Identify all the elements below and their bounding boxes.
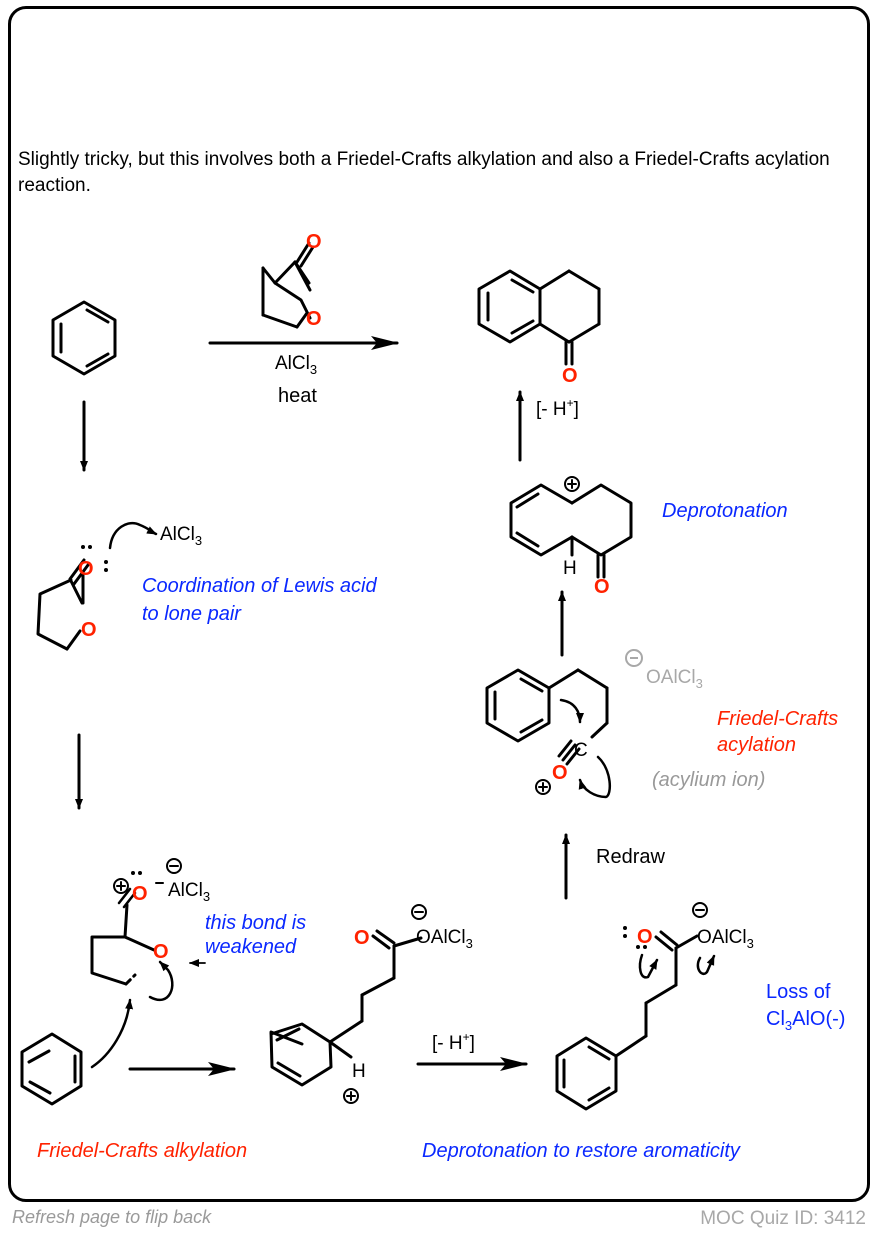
benzene-start	[51, 300, 117, 376]
arenium-intermediate	[509, 476, 633, 579]
acylium-label: (acylium ion)	[652, 769, 765, 791]
acylium-ion	[485, 668, 612, 799]
fc-acylation-label: Friedel-Crafts	[717, 708, 838, 730]
tetralone-product	[477, 269, 601, 366]
fc-alkylation-label: Friedel-Crafts alkylation	[37, 1140, 247, 1162]
activated-lactone	[90, 858, 206, 1069]
refresh-hint: Refresh page to flip back	[12, 1207, 212, 1227]
minus-proton-label: [- H+]	[536, 396, 579, 420]
oxygen-atom: O	[306, 231, 322, 253]
quiz-id: MOC Quiz ID: 3412	[700, 1208, 866, 1229]
deprotonation-restore-label: Deprotonation to restore aromaticity	[422, 1140, 741, 1162]
bond-weakened-label: weakened	[205, 936, 297, 958]
loss-of-label: Loss of	[766, 981, 831, 1003]
loss-of-label: Cl3AlO(-)	[766, 1008, 845, 1033]
bond-weakened-label: this bond is	[205, 912, 306, 934]
gray-minus-charge	[625, 649, 643, 667]
oxygen-atom: O	[562, 365, 578, 387]
hydrogen-atom: H	[563, 558, 577, 579]
lactone-coordination	[36, 522, 158, 651]
oxygen-atom: O	[354, 927, 370, 949]
reagent-alcl3: AlCl3	[275, 353, 317, 377]
redraw-label: Redraw	[596, 846, 665, 868]
condition-heat: heat	[278, 385, 317, 407]
oalcl3-label: OAlCl3	[697, 927, 754, 951]
coordination-label: Coordination of Lewis acid	[142, 575, 377, 597]
alcl3-label: AlCl3	[160, 524, 202, 548]
benzene-nucleophile	[20, 1032, 83, 1106]
oxygen-atom: O	[637, 926, 653, 948]
oxygen-atom: O	[132, 883, 148, 905]
aryl-butanoate	[555, 902, 716, 1111]
oxygen-atom: O	[153, 941, 169, 963]
alcl3-label: AlCl3	[168, 880, 210, 904]
intro-text: Slightly tricky, but this involves both …	[18, 149, 830, 196]
carbon-atom: C	[574, 740, 588, 761]
oxygen-atom: O	[552, 762, 568, 784]
fc-acylation-label: acylation	[717, 734, 796, 756]
arenium-alkylation	[269, 904, 427, 1104]
oxygen-atom: O	[306, 308, 322, 330]
coordination-label: to lone pair	[142, 603, 242, 625]
deprotonation-label: Deprotonation	[662, 500, 788, 522]
quiz-card	[8, 6, 870, 1202]
hydrogen-atom: H	[352, 1061, 366, 1082]
oalcl3-label: OAlCl3	[416, 927, 473, 951]
oalcl3-counterion: OAlCl3	[646, 667, 703, 691]
butyrolactone-reagent	[261, 241, 315, 329]
oxygen-atom: O	[594, 576, 610, 598]
oxygen-atom: O	[78, 558, 94, 580]
oxygen-atom: O	[81, 619, 97, 641]
minus-proton-label: [- H+]	[432, 1030, 475, 1054]
